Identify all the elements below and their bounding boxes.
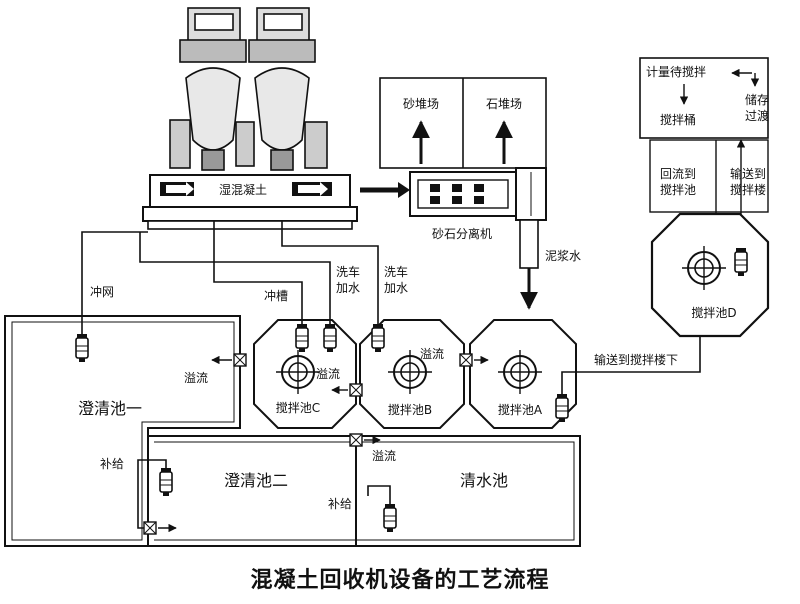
pool-labels: 澄清池一 澄清池二 清水池 bbox=[78, 399, 508, 490]
wet-concrete-washer: 湿混凝土 bbox=[142, 174, 358, 230]
supply-label-1: 补给 bbox=[100, 457, 124, 471]
overflow-label-2: 溢流 bbox=[316, 367, 340, 381]
to-plant-label: 输送到搅拌楼下 bbox=[594, 352, 678, 367]
wash-add-1b: 加水 bbox=[336, 281, 360, 295]
wet-concrete-label: 湿混凝土 bbox=[219, 182, 267, 197]
return-label-2: 搅拌池 bbox=[660, 182, 696, 197]
sand-stone-separator: 砂石分离机 泥浆水 bbox=[409, 167, 581, 310]
pump-icon bbox=[75, 333, 89, 363]
agitator-a bbox=[497, 349, 543, 395]
pump-icon bbox=[295, 323, 309, 353]
send-label-2: 搅拌楼 bbox=[730, 182, 766, 197]
tank-d-label: 搅拌池D bbox=[691, 305, 736, 320]
tank-a-label: 搅拌池A bbox=[498, 402, 543, 417]
clear-pool-label: 清水池 bbox=[460, 471, 508, 490]
meter-label: 计量待搅拌 bbox=[646, 64, 706, 79]
mixing-plant: 计量待搅拌 搅拌桶 储存 过渡 回流到 搅拌池 输送到 搅拌楼 搅拌池D bbox=[639, 57, 770, 338]
flow-labels: 冲网 冲槽 洗车 加水 洗车 加水 溢流 溢流 溢流 溢流 搅拌池C 搅拌池B … bbox=[90, 264, 678, 511]
pool-outlines bbox=[4, 315, 581, 547]
storage-label-2: 过渡 bbox=[745, 108, 769, 123]
pipes bbox=[81, 221, 701, 529]
pump-icon bbox=[555, 393, 569, 423]
tank-b-label: 搅拌池B bbox=[388, 402, 432, 417]
wash-add-1a: 洗车 bbox=[336, 264, 360, 279]
pump-icon bbox=[383, 503, 397, 533]
sand-yard-label: 砂堆场 bbox=[403, 97, 439, 111]
wash-add-2b: 加水 bbox=[384, 281, 408, 295]
storage-label-1: 储存 bbox=[745, 92, 769, 107]
flush-screen-label: 冲网 bbox=[90, 284, 114, 299]
stone-yard-label: 石堆场 bbox=[486, 97, 522, 111]
pump-icon bbox=[159, 467, 173, 497]
overflow-label-1: 溢流 bbox=[184, 371, 208, 385]
mixer-bucket-label: 搅拌桶 bbox=[660, 112, 696, 127]
supply-label-2: 补给 bbox=[328, 497, 352, 511]
send-label-1: 输送到 bbox=[730, 166, 766, 181]
flush-trough-label: 冲槽 bbox=[264, 288, 288, 303]
clarifier-2-label: 澄清池二 bbox=[224, 471, 288, 490]
overflow-label-3: 溢流 bbox=[420, 347, 444, 361]
return-label-1: 回流到 bbox=[660, 167, 696, 181]
diagram-title: 混凝土回收机设备的工艺流程 bbox=[250, 568, 550, 593]
tank-c-label: 搅拌池C bbox=[276, 400, 320, 415]
concrete-trucks bbox=[169, 7, 328, 171]
separator-label: 砂石分离机 bbox=[432, 226, 492, 241]
pump-icon bbox=[371, 323, 385, 353]
agitator-c bbox=[275, 349, 321, 395]
slurry-label: 泥浆水 bbox=[545, 248, 581, 263]
pool-inner-lines bbox=[11, 321, 575, 541]
pump-icon bbox=[323, 323, 337, 353]
overflow-valves bbox=[143, 353, 473, 535]
overflow-arrows bbox=[158, 355, 489, 533]
yards: 砂堆场 石堆场 bbox=[379, 77, 547, 169]
wash-add-2a: 洗车 bbox=[384, 264, 408, 279]
clarifier-1-label: 澄清池一 bbox=[78, 399, 142, 418]
overflow-label-4: 溢流 bbox=[372, 449, 396, 463]
